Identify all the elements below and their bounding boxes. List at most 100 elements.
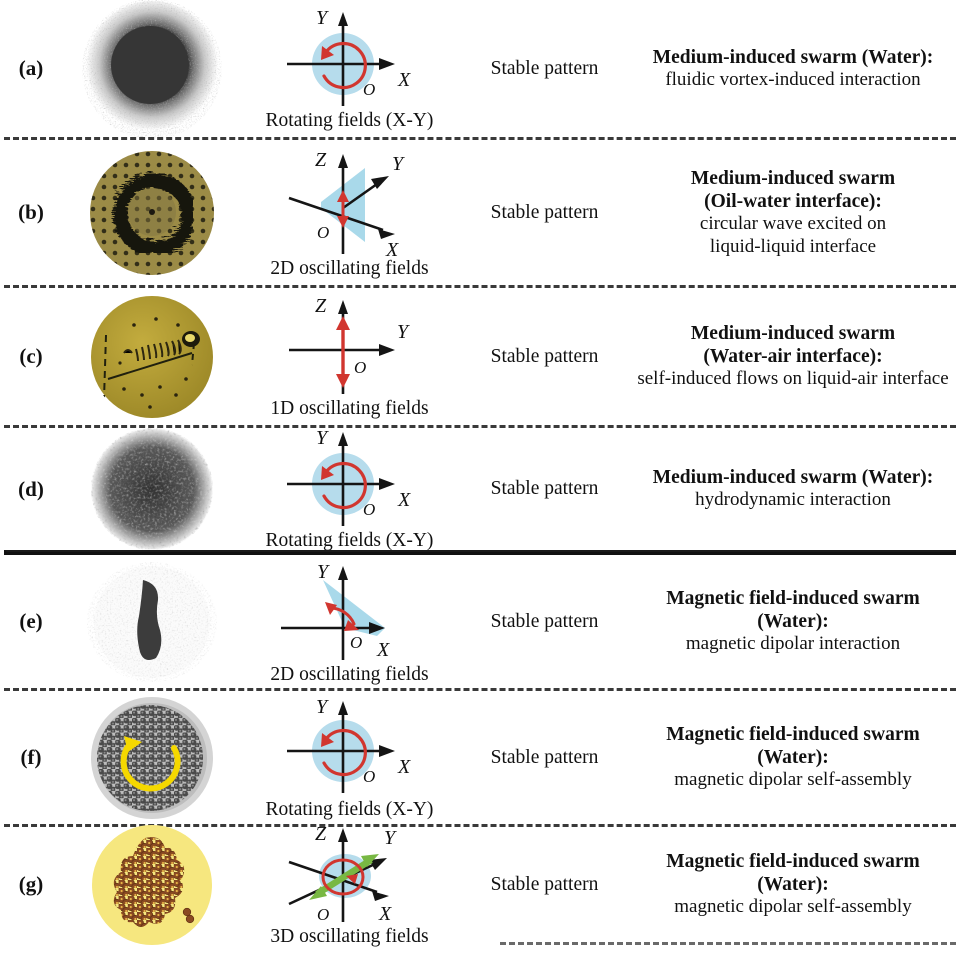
axis-label-z-g: Z — [315, 823, 327, 845]
diagram-caption-a: Rotating fields (X-Y) — [265, 109, 434, 131]
row-separator-a-b — [4, 137, 956, 140]
axis-label-o-b: O — [317, 223, 329, 242]
diagram-caption-c: 1D oscillating fields — [270, 397, 429, 419]
description-b: Medium-induced swarm (Oil-water interfac… — [632, 167, 960, 258]
field-diagram-cell-a: Y X O Rotating fields (X-Y) — [242, 6, 457, 132]
axis-label-x-g: X — [378, 903, 392, 925]
field-diagram-cell-d: Y X O Rotating fields (X-Y) — [242, 426, 457, 552]
micrograph-d-svg — [92, 429, 212, 549]
axis-label-y-d: Y — [316, 427, 329, 449]
diagram-caption-f: Rotating fields (X-Y) — [265, 798, 434, 820]
micrograph-b-svg — [90, 150, 214, 275]
panel-label-d: (d) — [18, 476, 44, 501]
diagram-caption-e: 2D oscillating fields — [270, 663, 429, 685]
description-title-c-1: (Water-air interface): — [703, 346, 883, 368]
state-label-c: Stable pattern — [490, 345, 599, 367]
row-separator-major-d-e — [4, 550, 956, 555]
rotating-field-xy-icon-d: Y X O — [286, 427, 411, 526]
description-title-f: Magnetic field-induced swarm (Water): — [666, 724, 920, 769]
figure-row-g: (g) — [0, 823, 960, 947]
axis-label-o-e: O — [350, 633, 362, 652]
figure-row-d: (d) — [0, 426, 960, 552]
axis-label-x-d: X — [397, 489, 411, 511]
figure-row-a: (a) — [0, 0, 960, 139]
micrograph-cell-f — [62, 696, 242, 820]
description-title-g: Magnetic field-induced swarm (Water): — [666, 851, 920, 896]
description-sub-e-0: magnetic dipolar interaction — [685, 633, 901, 655]
field-diagram-cell-f: Y X O Rotating fields (X-Y) — [242, 695, 457, 821]
field-diagram-cell-g: Z Y X O 3D oscillating fields — [242, 822, 457, 948]
row-separator-e-f — [4, 688, 956, 691]
axis-label-y-f: Y — [316, 696, 329, 718]
description-title-a: Medium-induced swarm (Water): — [652, 46, 934, 68]
axis-label-x-f: X — [397, 756, 411, 778]
micrograph-c — [90, 295, 214, 419]
figure-row-c: (c) — [0, 288, 960, 425]
micrograph-cell-c — [62, 295, 242, 419]
figure-row-e: (e) — [0, 555, 960, 688]
micrograph-f-svg — [91, 696, 213, 819]
micrograph-d — [91, 428, 213, 550]
micrograph-cell-a — [62, 0, 242, 139]
oscillating-3d-field-icon-g: Z Y X O — [287, 823, 397, 925]
axis-label-y-g: Y — [384, 827, 397, 849]
micrograph-cell-b — [62, 150, 242, 276]
description-sub-d-0: hydrodynamic interaction — [695, 489, 891, 511]
micrograph-g-svg — [92, 824, 212, 945]
rotating-field-xy-icon-a: Y X O — [286, 7, 411, 106]
description-sub-f-0: magnetic dipolar self-assembly — [674, 769, 912, 791]
micrograph-cell-g — [62, 824, 242, 946]
field-diagram-cell-c: Z Y O 1D oscillating fields — [242, 294, 457, 420]
description-e: Magnetic field-induced swarm (Water): ma… — [632, 587, 960, 655]
micrograph-a — [82, 0, 222, 139]
rotating-field-xy-icon-f: Y X O — [286, 696, 411, 793]
description-title-b-0: Medium-induced swarm — [690, 168, 896, 190]
figure-row-b: (b) — [0, 140, 960, 285]
micrograph-e-svg — [94, 565, 210, 678]
description-sub-g-0: magnetic dipolar self-assembly — [674, 896, 912, 918]
micrograph-c-svg — [91, 295, 213, 418]
panel-label-b: (b) — [18, 200, 44, 224]
field-diagram-cell-e: Y X O 2D oscillating fields — [242, 558, 457, 686]
oscillating-2d-field-icon-b: Z Y X O — [288, 149, 405, 261]
row-separator-c-d — [4, 425, 956, 428]
row-separator-f-g — [4, 824, 956, 827]
field-diagram-cell-b: Z Y X O 2D oscillating fields — [242, 146, 457, 280]
panel-label-g: (g) — [18, 872, 44, 896]
state-label-e: Stable pattern — [490, 610, 599, 632]
panel-label-a: (a) — [18, 56, 44, 80]
state-label-g: Stable pattern — [490, 873, 599, 895]
diagram-caption-d: Rotating fields (X-Y) — [265, 530, 434, 551]
description-sub-c-0: self-induced flows on liquid-air interfa… — [637, 368, 949, 390]
axis-label-y-a: Y — [316, 7, 329, 29]
row-separator-b-c — [4, 285, 956, 288]
description-title-d: Medium-induced swarm (Water): — [652, 467, 934, 489]
axis-label-y-e: Y — [317, 561, 330, 583]
micrograph-f — [90, 696, 214, 820]
diagram-caption-g: 3D oscillating fields — [270, 925, 429, 947]
description-sub-b-1: liquid-liquid interface — [709, 235, 877, 257]
state-label-d: Stable pattern — [490, 478, 599, 499]
axis-label-y-c: Y — [397, 321, 410, 343]
oscillating-1d-field-icon-c: Z Y O — [288, 295, 410, 394]
axis-label-x-b: X — [385, 239, 399, 261]
axis-label-x-a: X — [397, 69, 411, 91]
micrograph-cell-e — [62, 562, 242, 682]
micrograph-a-svg — [86, 0, 218, 133]
figure-row-f: (f) — [0, 691, 960, 824]
panel-label-c: (c) — [19, 344, 43, 368]
axis-label-y-b: Y — [392, 153, 405, 175]
axis-label-o-a: O — [363, 80, 375, 99]
description-sub-b-0: circular wave excited on — [699, 213, 887, 235]
state-label-b: Stable pattern — [490, 201, 599, 223]
description-d: Medium-induced swarm (Water): hydrodynam… — [632, 466, 960, 511]
oscillating-2d-wedge-icon-e: Y X O — [280, 561, 390, 661]
micrograph-b — [89, 150, 215, 276]
row-separator-bottom — [500, 942, 956, 945]
state-label-f: Stable pattern — [490, 746, 599, 768]
description-title-e: Magnetic field-induced swarm (Water): — [666, 588, 920, 633]
panel-label-e: (e) — [19, 609, 43, 633]
micrograph-e — [87, 562, 217, 682]
description-c: Medium-induced swarm (Water-air interfac… — [632, 322, 960, 390]
